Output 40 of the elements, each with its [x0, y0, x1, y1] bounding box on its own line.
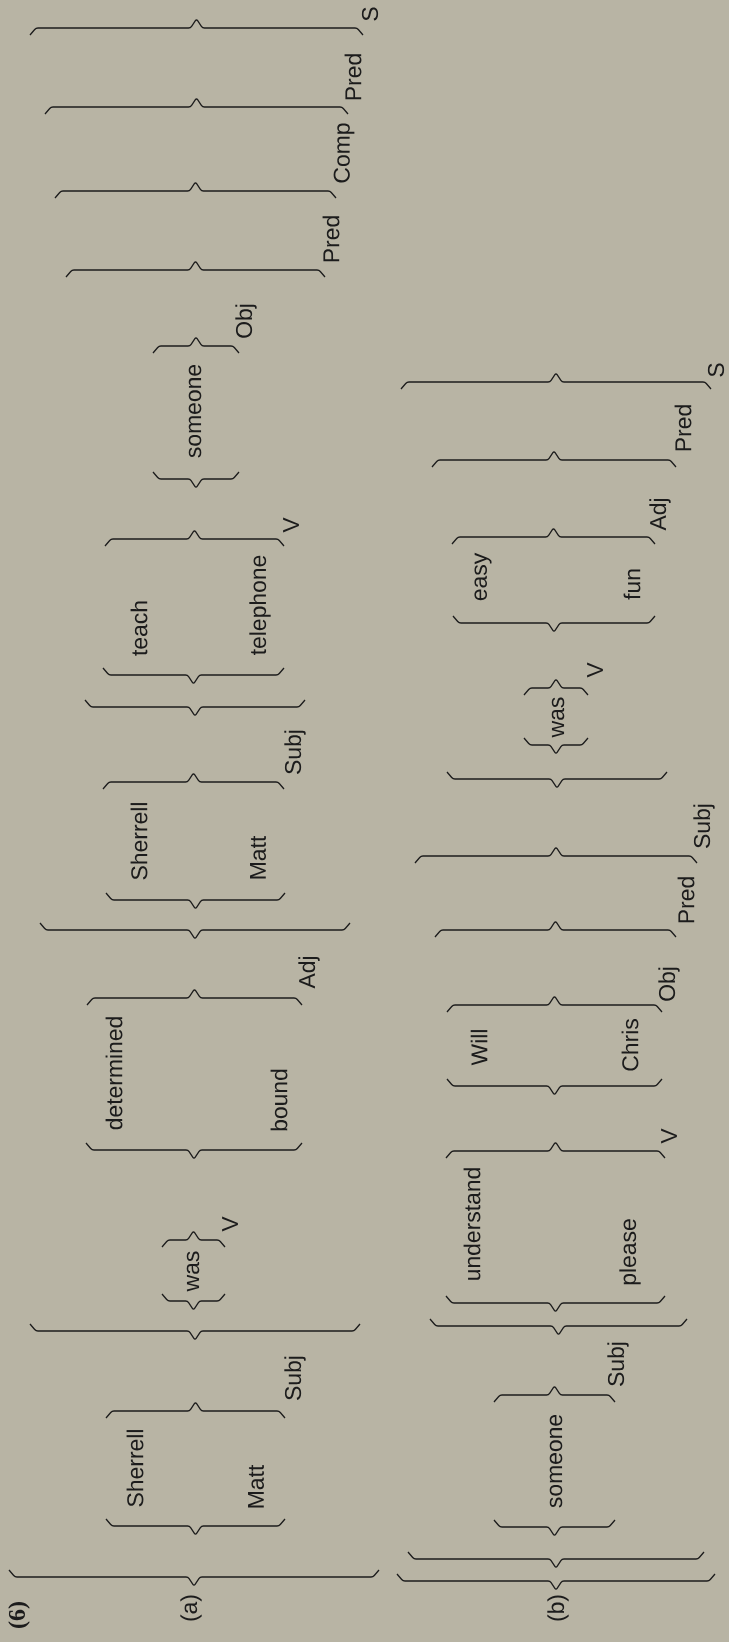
example-number: (6) — [8, 1602, 30, 1628]
category-label: Comp — [333, 123, 355, 183]
word: Sherrell — [130, 803, 148, 880]
category-label: V — [661, 1128, 677, 1144]
word: was — [186, 1251, 200, 1292]
category-label: Adj — [649, 499, 671, 531]
word: determined — [105, 1017, 123, 1130]
category-label: S — [361, 7, 379, 21]
word: Matt — [250, 835, 266, 879]
word: easy — [474, 552, 492, 601]
category-label: Subj — [284, 1356, 306, 1400]
category-label: Pred — [322, 216, 340, 262]
word: someone — [549, 1414, 563, 1508]
word: fun — [623, 569, 641, 600]
category-label: Subj — [607, 1342, 629, 1386]
word: understand — [463, 1168, 481, 1280]
category-label: S — [707, 363, 725, 377]
category-label: Adj — [298, 957, 320, 989]
example-letter: (a) — [180, 1595, 202, 1621]
category-label: Pred — [344, 54, 362, 100]
category-label: V — [587, 662, 603, 678]
word: someone — [188, 364, 202, 458]
word: bound — [270, 1069, 288, 1131]
word: teach — [130, 601, 148, 656]
category-label: Subj — [693, 804, 715, 848]
category-label: Pred — [677, 877, 695, 923]
word: Chris — [621, 1019, 639, 1071]
example-letter: (b) — [547, 1595, 569, 1621]
word: Will — [470, 1030, 488, 1066]
category-label: Pred — [674, 405, 692, 451]
word: please — [619, 1219, 641, 1285]
category-label: V — [222, 1216, 238, 1232]
category-label: Obj — [658, 967, 680, 1001]
category-label: V — [283, 517, 299, 533]
category-label: Obj — [235, 304, 257, 338]
category-label: Subj — [284, 730, 306, 774]
word: was — [551, 697, 565, 738]
word: telephone — [249, 555, 271, 655]
word: Sherrell — [126, 1430, 144, 1507]
word: Matt — [248, 1464, 264, 1508]
